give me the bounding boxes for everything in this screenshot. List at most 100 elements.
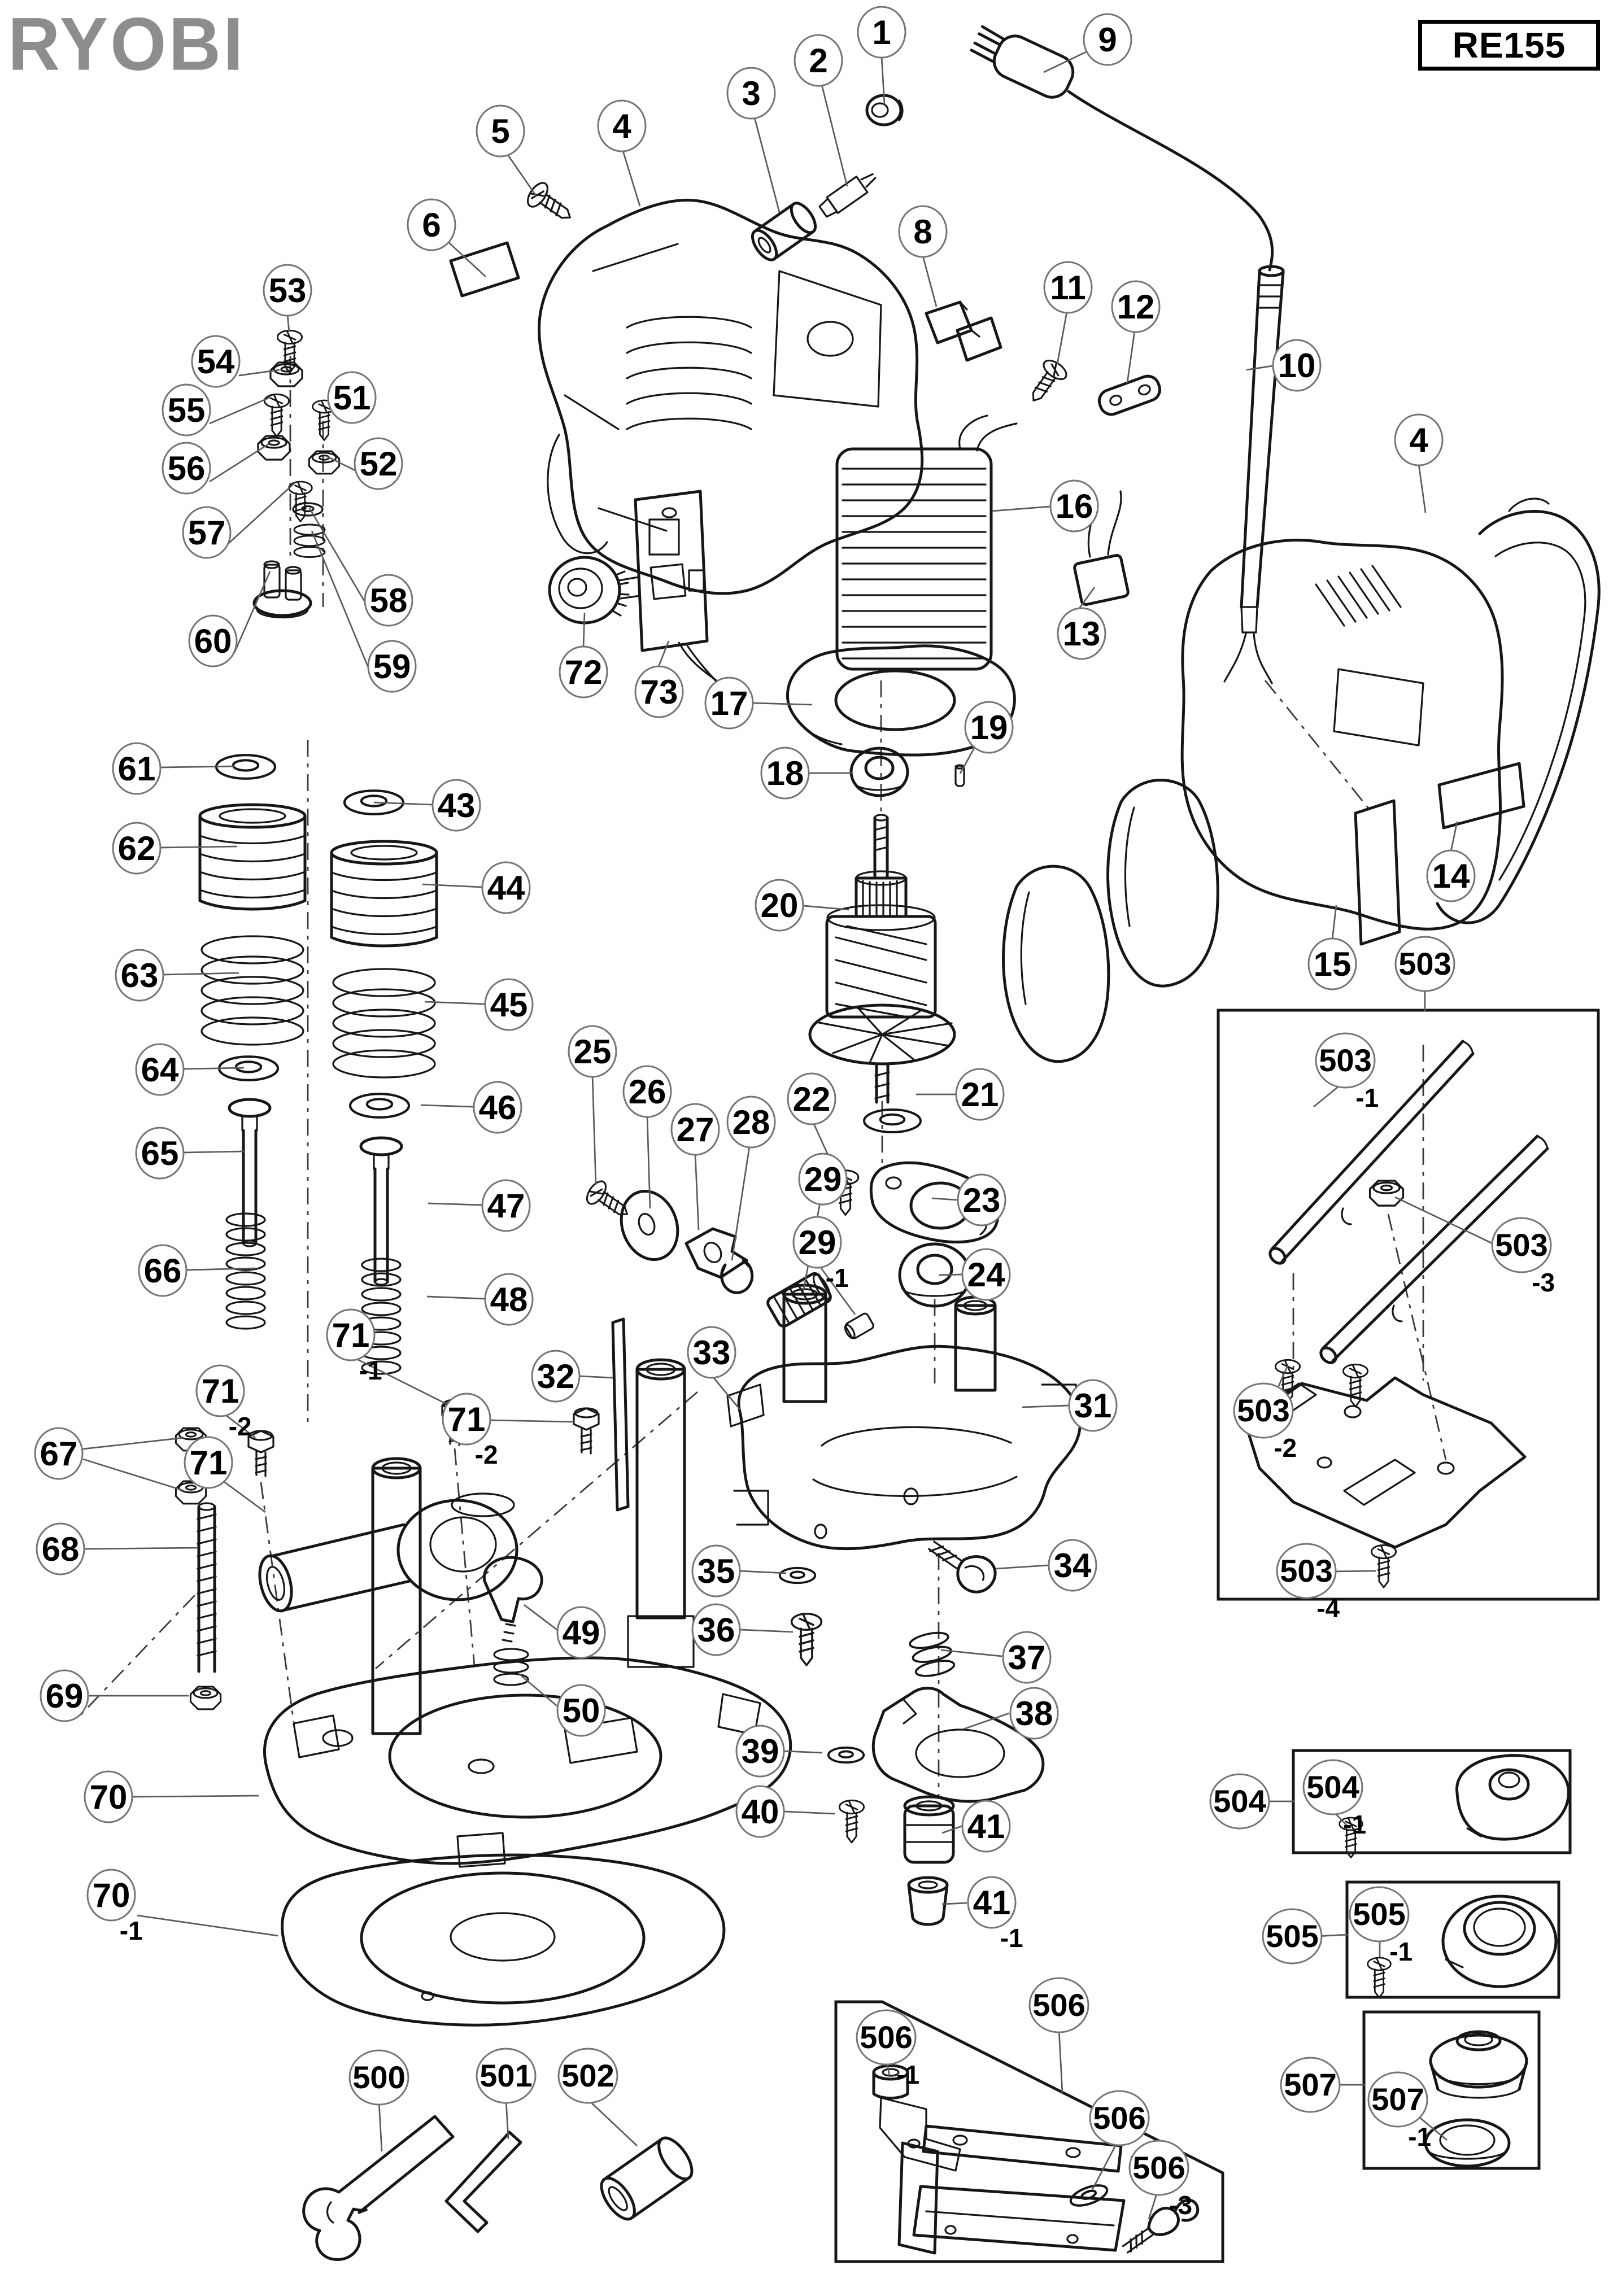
leader-line — [209, 396, 272, 425]
detail-box-506 — [834, 2000, 1224, 2263]
leader-line — [184, 1150, 245, 1154]
callout-46: 46 — [473, 1081, 522, 1134]
svg-text:500: 500 — [352, 2059, 405, 2095]
detail-box-507 — [1362, 2010, 1541, 2170]
leader-line — [373, 801, 433, 806]
part-nut-54 — [269, 361, 303, 387]
callout-32: 32 — [531, 1350, 581, 1403]
svg-text:-1: -1 — [1408, 2122, 1431, 2151]
part-adapter-ring-507-1 — [1424, 2118, 1511, 2168]
leader-line — [646, 1115, 651, 1209]
leader-line — [505, 2099, 509, 2140]
svg-text:53: 53 — [269, 272, 307, 309]
part-spring-45 — [332, 968, 436, 1079]
callout-504-1: 504-1 — [1302, 1759, 1366, 1839]
leader-line — [740, 1629, 794, 1633]
leader-line — [163, 972, 239, 976]
svg-text:45: 45 — [490, 986, 528, 1024]
callout-18: 18 — [760, 747, 810, 800]
leader-line — [1077, 587, 1096, 610]
svg-text:503: 503 — [1398, 946, 1451, 981]
part-clip-28 — [720, 1259, 754, 1294]
svg-text:507: 507 — [1371, 2081, 1424, 2117]
leader-line — [996, 1564, 1048, 1570]
leader-line — [1418, 464, 1427, 513]
svg-text:71: 71 — [202, 1372, 239, 1410]
svg-text:11: 11 — [1050, 269, 1085, 307]
svg-text:70: 70 — [93, 1876, 130, 1914]
svg-text:-3: -3 — [1169, 2190, 1192, 2220]
callout-16: 16 — [1049, 479, 1099, 532]
leader-line — [378, 2101, 383, 2152]
part-nut-503-3 — [1368, 1180, 1405, 1207]
svg-text:14: 14 — [1432, 857, 1470, 895]
part-dust-elbow-71 — [258, 1492, 518, 1613]
leader-line — [992, 505, 1050, 512]
callout-15: 15 — [1307, 937, 1357, 990]
part-nut-52 — [308, 450, 341, 475]
part-wing-bolt-506-3 — [1122, 2198, 1200, 2254]
callout-31: 31 — [1068, 1379, 1118, 1432]
svg-text:65: 65 — [141, 1134, 179, 1172]
svg-text:1: 1 — [872, 14, 891, 51]
part-screw-11 — [1022, 356, 1071, 409]
callout-506-1: 506-1 — [856, 2009, 919, 2089]
ryobi-logo: RYOBI — [8, 2, 246, 86]
callout-73: 73 — [634, 665, 684, 718]
part-spring-63 — [200, 935, 304, 1046]
part-armature-20 — [808, 814, 956, 1104]
svg-text:59: 59 — [373, 648, 411, 686]
callout-72: 72 — [559, 645, 608, 699]
callout-33: 33 — [687, 1326, 736, 1379]
svg-text:72: 72 — [565, 653, 603, 691]
part-label-6 — [449, 241, 520, 298]
callout-48: 48 — [484, 1273, 534, 1326]
leader-line — [355, 1357, 447, 1405]
svg-text:52: 52 — [360, 445, 398, 483]
leader-line — [963, 1712, 1010, 1730]
svg-text:-1: -1 — [1000, 1923, 1023, 1953]
callout-41-1: 41-1 — [967, 1876, 1023, 1953]
part-wing-bolt-34 — [928, 1540, 997, 1594]
part-disc-26 — [620, 1189, 679, 1262]
callout-58: 58 — [364, 574, 413, 627]
callout-70: 70 — [84, 1770, 133, 1823]
leader-line — [753, 117, 781, 213]
svg-text:17: 17 — [710, 684, 748, 722]
svg-text:-2: -2 — [1274, 1433, 1297, 1463]
callout-28: 28 — [726, 1095, 776, 1149]
part-wrench-500 — [302, 2115, 455, 2262]
svg-text:35: 35 — [697, 1552, 735, 1590]
leader-line — [753, 702, 813, 706]
svg-text:-1: -1 — [1343, 1810, 1366, 1839]
leader-line — [228, 482, 295, 544]
callout-53: 53 — [263, 264, 312, 317]
svg-text:-1: -1 — [120, 1916, 143, 1945]
leader-line — [712, 1376, 741, 1410]
callout-11: 11 — [1043, 261, 1093, 314]
part-spring-37 — [908, 1629, 957, 1680]
callout-60: 60 — [188, 614, 238, 667]
callout-39: 39 — [735, 1725, 785, 1778]
svg-text:62: 62 — [118, 830, 156, 867]
callout-70-1: 70-1 — [86, 1869, 143, 1945]
callout-503: 503 — [1394, 936, 1455, 992]
part-spring-50 — [493, 1648, 529, 1686]
part-edge-guide-bracket-503 — [1244, 1376, 1527, 1549]
leader-lines — [82, 51, 1498, 2220]
leader-line — [311, 530, 369, 668]
leader-line — [622, 150, 641, 207]
svg-text:24: 24 — [967, 1256, 1005, 1294]
svg-text:2: 2 — [809, 42, 827, 80]
part-screw-505-1 — [1367, 1957, 1392, 1998]
part-router-base-70 — [263, 1656, 792, 1868]
callout-24: 24 — [961, 1248, 1011, 1301]
leader-line — [426, 1295, 485, 1300]
callout-38: 38 — [1009, 1687, 1059, 1740]
leader-line — [1126, 330, 1136, 383]
callout-21: 21 — [955, 1068, 1005, 1121]
callout-68: 68 — [36, 1522, 85, 1575]
part-label-15 — [1354, 799, 1401, 946]
svg-text:504: 504 — [1213, 1783, 1266, 1819]
svg-text:31: 31 — [1074, 1387, 1112, 1425]
